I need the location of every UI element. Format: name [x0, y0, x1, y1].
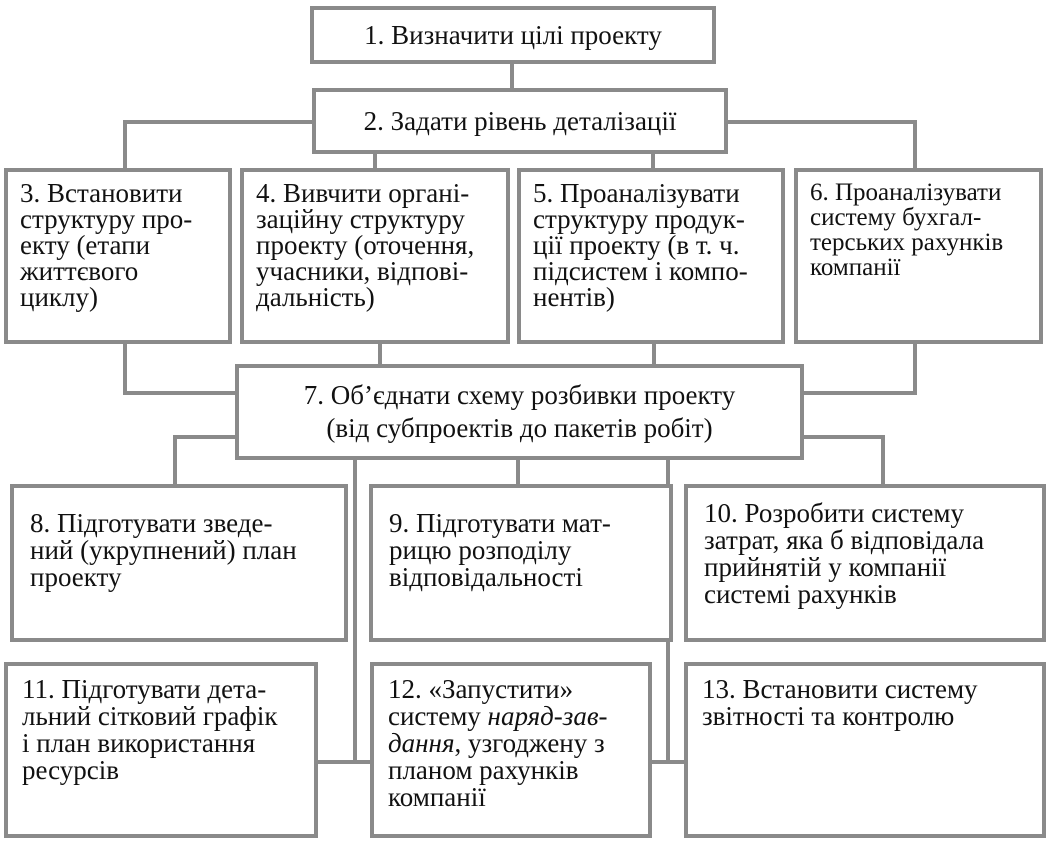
step-12-text: 12. «Запустити» систему наряд-зав- дання…	[388, 676, 636, 811]
step-13-box: 13. Встановити систему звітності та конт…	[684, 662, 1046, 838]
step-12-box: 12. «Запустити» систему наряд-зав- дання…	[370, 662, 652, 838]
step-4-text: 4. Вивчити органі- заційну структуру про…	[256, 178, 475, 312]
step-5-box: 5. Проаналізувати структуру продук- ції …	[517, 168, 785, 344]
step-3-box: 3. Встановити структуру про- екту (етапи…	[4, 168, 232, 344]
step-10-text: 10. Розробити систему затрат, яка б відп…	[704, 498, 985, 609]
step-9-text: 9. Підготувати мат- рицю розподілу відпо…	[389, 508, 611, 592]
step-11-box: 11. Підготувати дета- льний сітковий гра…	[4, 662, 318, 838]
step-12-text-a: 12. «Запустити» систему	[388, 674, 574, 731]
step-12-text-c: , узгоджену з планом рахунків компанії	[388, 728, 605, 812]
step-2-box: 2. Задати рівень деталізації	[312, 88, 728, 154]
step-6-text: 6. Проаналізувати систему бухгал- терськ…	[810, 179, 1004, 281]
step-13-text: 13. Встановити систему звітності та конт…	[702, 674, 978, 731]
step-2-text: 2. Задати рівень деталізації	[363, 105, 677, 136]
step-10-box: 10. Розробити систему затрат, яка б відп…	[684, 484, 1046, 642]
step-1-text: 1. Визначити цілі проекту	[364, 19, 662, 50]
step-11-text: 11. Підготувати дета- льний сітковий гра…	[22, 674, 278, 785]
step-4-box: 4. Вивчити органі- заційну структуру про…	[240, 168, 510, 344]
step-9-box: 9. Підготувати мат- рицю розподілу відпо…	[369, 484, 673, 642]
step-8-text: 8. Підготувати зведе- ний (укрупнений) п…	[30, 508, 297, 592]
step-12-text-b: наряд-зав- дання	[388, 701, 608, 758]
step-3-text: 3. Встановити структуру про- екту (етапи…	[20, 178, 193, 312]
step-8-box: 8. Підготувати зведе- ний (укрупнений) п…	[10, 484, 348, 642]
step-7-box: 7. Об’єднати схему розбивки проекту (від…	[235, 364, 804, 460]
step-5-text: 5. Проаналізувати структуру продук- ції …	[533, 178, 748, 312]
step-6-box: 6. Проаналізувати систему бухгал- терськ…	[794, 168, 1043, 344]
step-7-text: 7. Об’єднати схему розбивки проекту (від…	[303, 380, 736, 443]
step-1-box: 1. Визначити цілі проекту	[310, 6, 716, 64]
